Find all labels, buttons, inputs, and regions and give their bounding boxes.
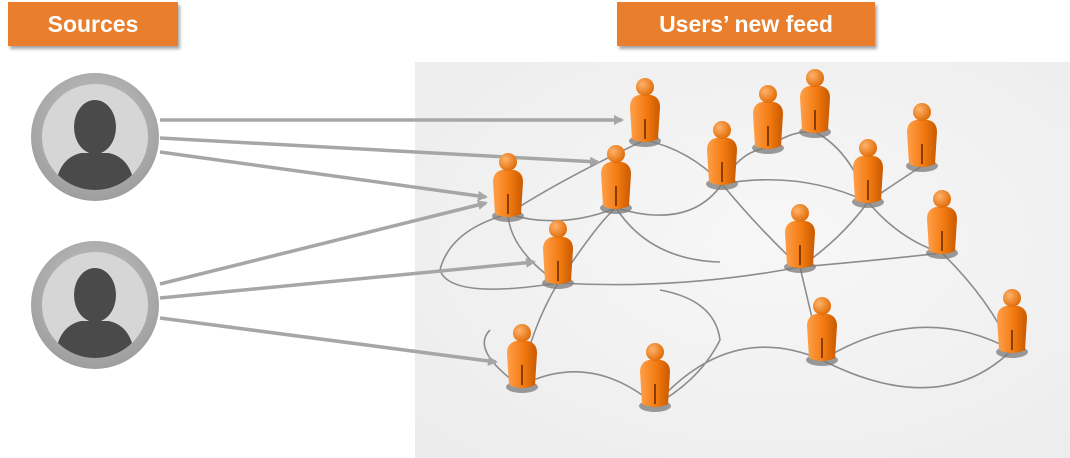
- source-avatar-icon: [31, 241, 159, 369]
- source-arrows: [159, 115, 624, 366]
- arrow-2: [159, 136, 600, 167]
- arrow-3: [159, 150, 488, 201]
- arrow-5: [159, 257, 536, 300]
- source-avatar-icon: [31, 73, 159, 201]
- users-news-feed-label: Users’ new feed: [617, 2, 875, 46]
- sources-label: Sources: [8, 2, 178, 46]
- arrow-6: [159, 316, 498, 366]
- arrow-4: [159, 200, 488, 286]
